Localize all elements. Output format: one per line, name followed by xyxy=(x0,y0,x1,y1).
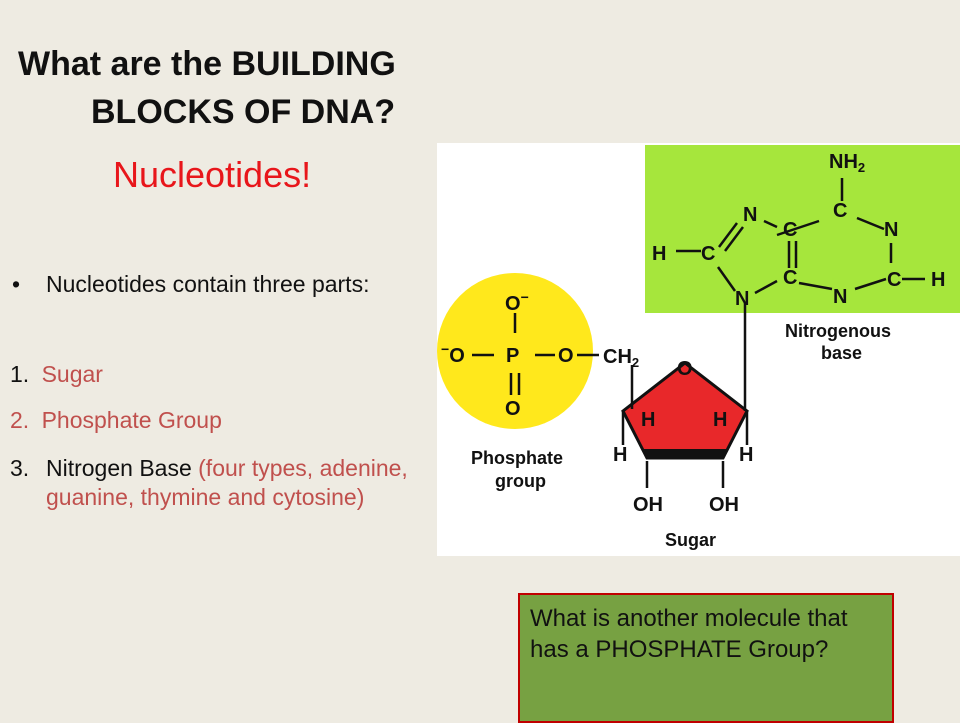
atom-o: O xyxy=(505,398,521,420)
bullet-text: Nucleotides contain three parts: xyxy=(46,271,370,297)
atom-h: H xyxy=(613,444,627,466)
atom-minus-o: −O xyxy=(441,341,465,367)
bond-lines xyxy=(472,178,925,488)
bullet-item: • Nucleotides contain three parts: xyxy=(10,270,410,299)
atom-n: N xyxy=(884,219,898,241)
list-item-sugar: 1. Sugar xyxy=(10,360,410,389)
list-number: 1. xyxy=(10,361,30,387)
list-number: 2. xyxy=(10,407,30,433)
atom-nh2: NH2 xyxy=(829,151,865,175)
title-line-1: What are the BUILDING xyxy=(18,45,396,83)
nucleotide-svg: NH2 C N N C C H C C H N N O− −O P O O CH… xyxy=(437,145,960,550)
base-highlight xyxy=(645,145,960,313)
base-label-line-1: Nitrogenous xyxy=(785,321,891,341)
phosphate-label-line-1: Phosphate xyxy=(471,448,563,468)
atom-h: H xyxy=(713,409,727,431)
list-text: Phosphate Group xyxy=(41,407,222,433)
sugar-ring-edge xyxy=(643,449,727,458)
phosphate-highlight xyxy=(437,273,593,429)
sugar-label: Sugar xyxy=(665,530,716,550)
atom-o-minus: O− xyxy=(505,289,529,315)
slide-title: What are the BUILDING BLOCKS OF DNA? xyxy=(18,40,438,136)
list-extra: (four types, adenine, guanine, thymine a… xyxy=(46,455,408,510)
atom-labels: NH2 C N N C C H C C H N N O− −O P O O CH… xyxy=(441,151,945,516)
atom-c: C xyxy=(701,243,715,265)
atom-c: C xyxy=(833,200,847,222)
atom-n: N xyxy=(833,286,847,308)
atom-n: N xyxy=(743,204,757,226)
region-labels: Nitrogenous base Phosphate group Sugar xyxy=(471,321,891,550)
atom-p: P xyxy=(506,345,519,367)
base-label-line-2: base xyxy=(821,343,862,363)
atom-oh: OH xyxy=(709,494,739,516)
atom-c: C xyxy=(783,219,797,241)
list-number: 3. xyxy=(10,455,30,481)
atom-n: N xyxy=(735,288,749,310)
list-item-phosphate: 2. Phosphate Group xyxy=(10,406,410,435)
ring-oxygen: O xyxy=(677,358,693,380)
atom-o: O xyxy=(558,345,574,367)
atom-c: C xyxy=(887,269,901,291)
phosphate-label-line-2: group xyxy=(495,471,546,491)
atom-ch2: CH2 xyxy=(603,346,639,370)
atom-c: C xyxy=(783,267,797,289)
slide-subtitle: Nucleotides! xyxy=(113,154,312,195)
atom-oh: OH xyxy=(633,494,663,516)
list-item-base: 3. Nitrogen Base (four types, adenine, g… xyxy=(10,454,410,512)
atom-h: H xyxy=(739,444,753,466)
bullet-list: • Nucleotides contain three parts: xyxy=(10,270,410,299)
atom-h: H xyxy=(652,243,666,265)
bullet-glyph: • xyxy=(12,271,21,297)
question-box: What is another molecule that has a PHOS… xyxy=(518,593,894,723)
title-line-2: BLOCKS OF DNA? xyxy=(91,93,396,131)
atom-h: H xyxy=(641,409,655,431)
atom-h: H xyxy=(931,269,945,291)
list-text: Nitrogen Base xyxy=(46,455,192,481)
nucleotide-diagram: NH2 C N N C C H C C H N N O− −O P O O CH… xyxy=(437,143,960,556)
list-text: Sugar xyxy=(41,361,103,387)
